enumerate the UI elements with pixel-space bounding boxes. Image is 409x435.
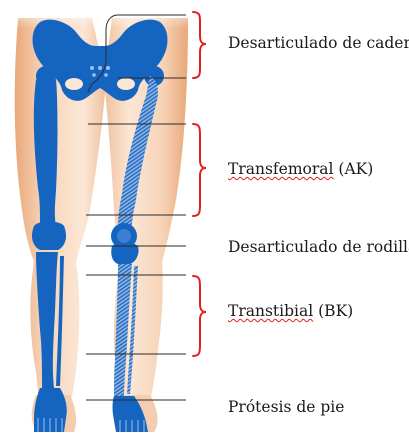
label-knee-disarticulation: Desarticulado de rodilla: [228, 238, 409, 256]
label-transfemoral-suffix: (AK): [333, 160, 373, 178]
left-obturator-foramen: [65, 78, 83, 90]
left-knee: [32, 222, 66, 251]
label-transtibial-word: Transtibial: [228, 302, 313, 320]
label-foot-prosthesis: Prótesis de pie: [228, 398, 344, 416]
transfemoral-bracket: [193, 124, 206, 216]
label-transfemoral: Transfemoral (AK): [228, 160, 373, 178]
label-transfemoral-word: Transfemoral: [228, 160, 333, 178]
label-hip-disarticulation: Desarticulado de cadera: [228, 34, 409, 52]
transtibial-bracket: [193, 276, 206, 356]
label-transtibial: Transtibial (BK): [228, 302, 353, 320]
label-transtibial-suffix: (BK): [313, 302, 353, 320]
right-obturator-foramen: [117, 78, 135, 90]
